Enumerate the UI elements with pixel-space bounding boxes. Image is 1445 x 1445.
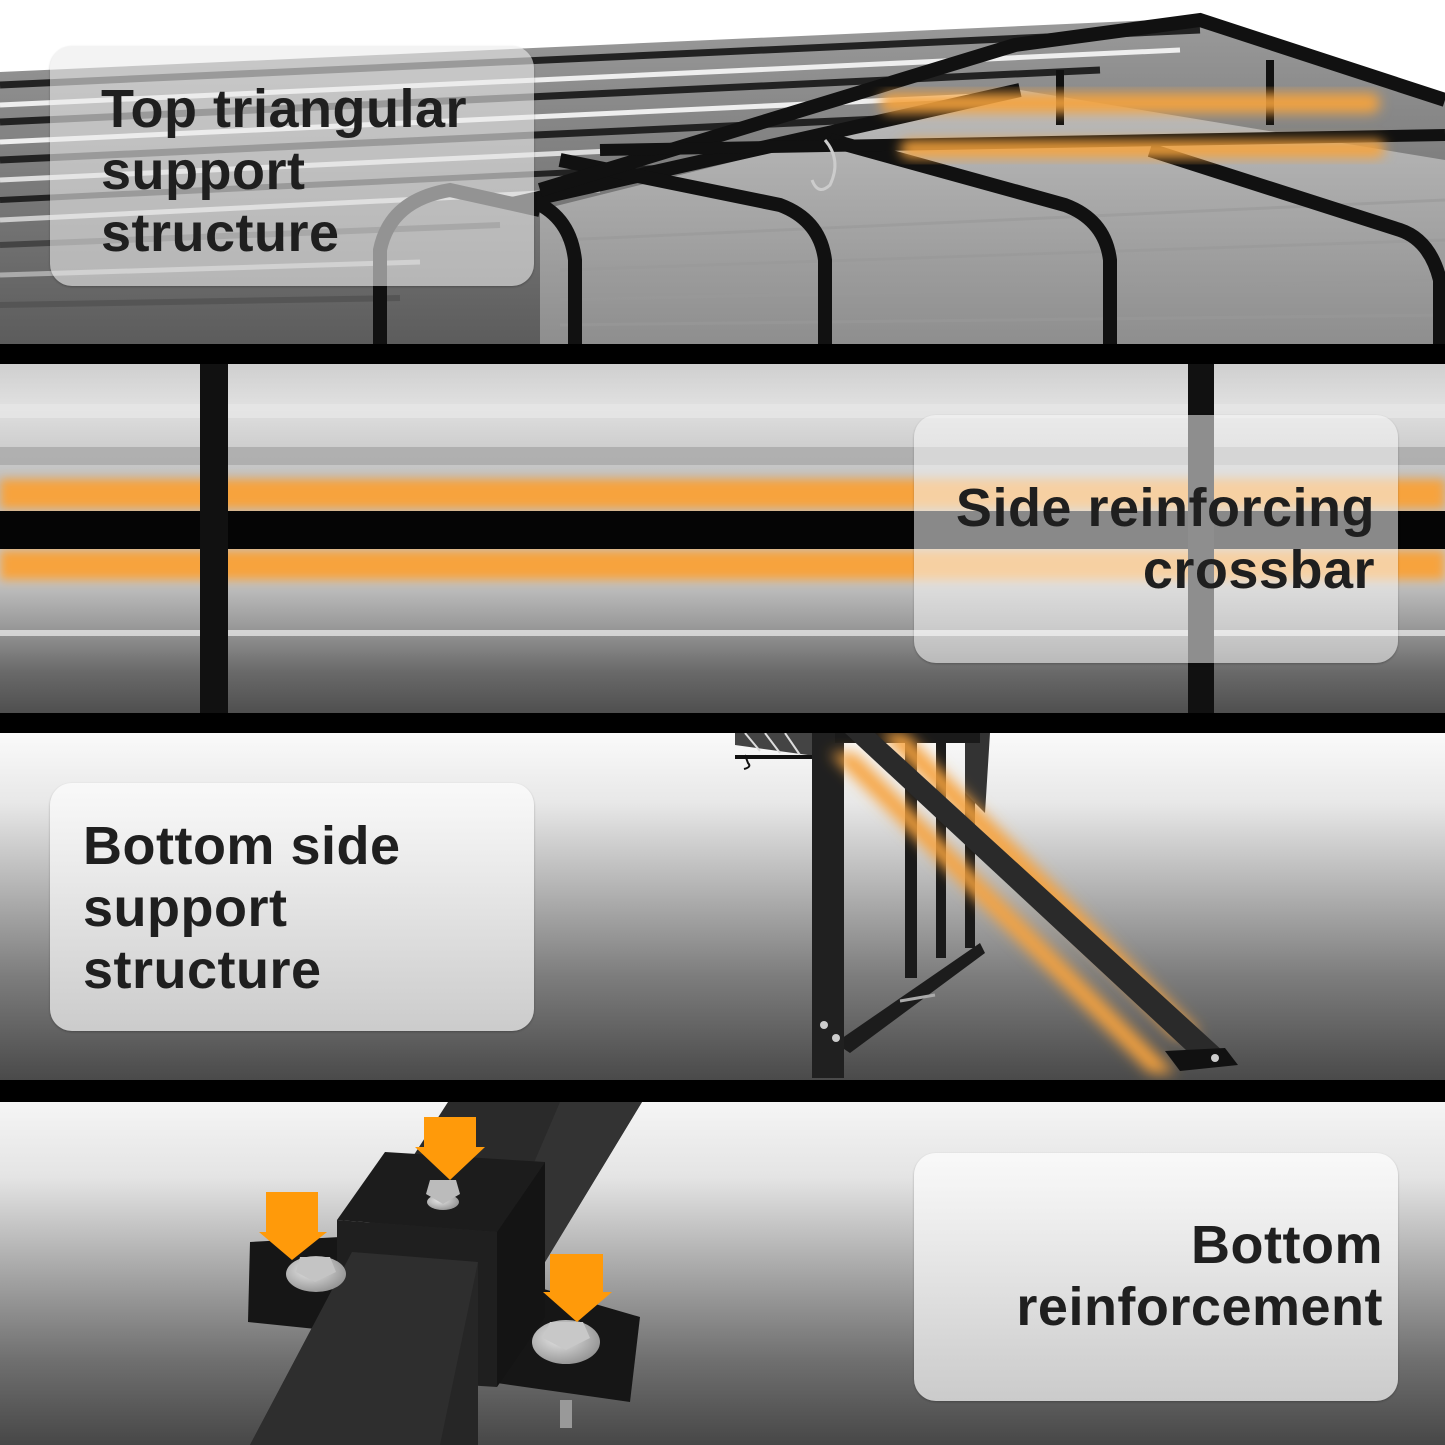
hook-icon [743,754,751,770]
arrow-icons [259,1117,612,1322]
separator [0,344,1445,364]
separator [0,713,1445,733]
highlight-bars [880,93,1385,158]
base-bracket-illustration [248,1102,642,1445]
foot-plate [1165,1048,1238,1071]
label-bottom-side-support: Bottom side support structure [83,816,401,1000]
arrow-down-icon [259,1192,327,1260]
diagonal-brace [845,733,1225,1063]
label-side-reinforcing-crossbar: Side reinforcing crossbar [955,478,1375,600]
label-top-triangular-support: Top triangular support structure [101,79,467,263]
arrow-down-icon [415,1117,485,1180]
end-frame-illustration [735,733,1238,1078]
panel-bottom-reinforcement: Bottom reinforcement [0,1102,1445,1445]
panel-side-reinforcing-crossbar: Side reinforcing crossbar [0,364,1445,713]
panel-bottom-side-support: Bottom side support structure [0,733,1445,1080]
arrow-down-icon [543,1254,612,1322]
roof-edge [735,733,830,758]
bolt-top [426,1180,460,1210]
label-box [50,783,534,1031]
sleeve-side [497,1162,545,1387]
hook-icon [810,139,837,191]
front-post [812,733,844,1078]
separator [0,1080,1445,1102]
ridge-frame [537,12,1445,197]
panel-top-triangular-support: Top triangular support structure [0,0,1445,344]
label-box [914,415,1398,663]
label-box [914,1153,1398,1401]
label-bottom-reinforcement: Bottom reinforcement [1016,1215,1383,1337]
post-left [200,364,228,713]
bolt-right [532,1320,600,1428]
bolt-left [286,1256,346,1292]
label-box [50,46,534,286]
